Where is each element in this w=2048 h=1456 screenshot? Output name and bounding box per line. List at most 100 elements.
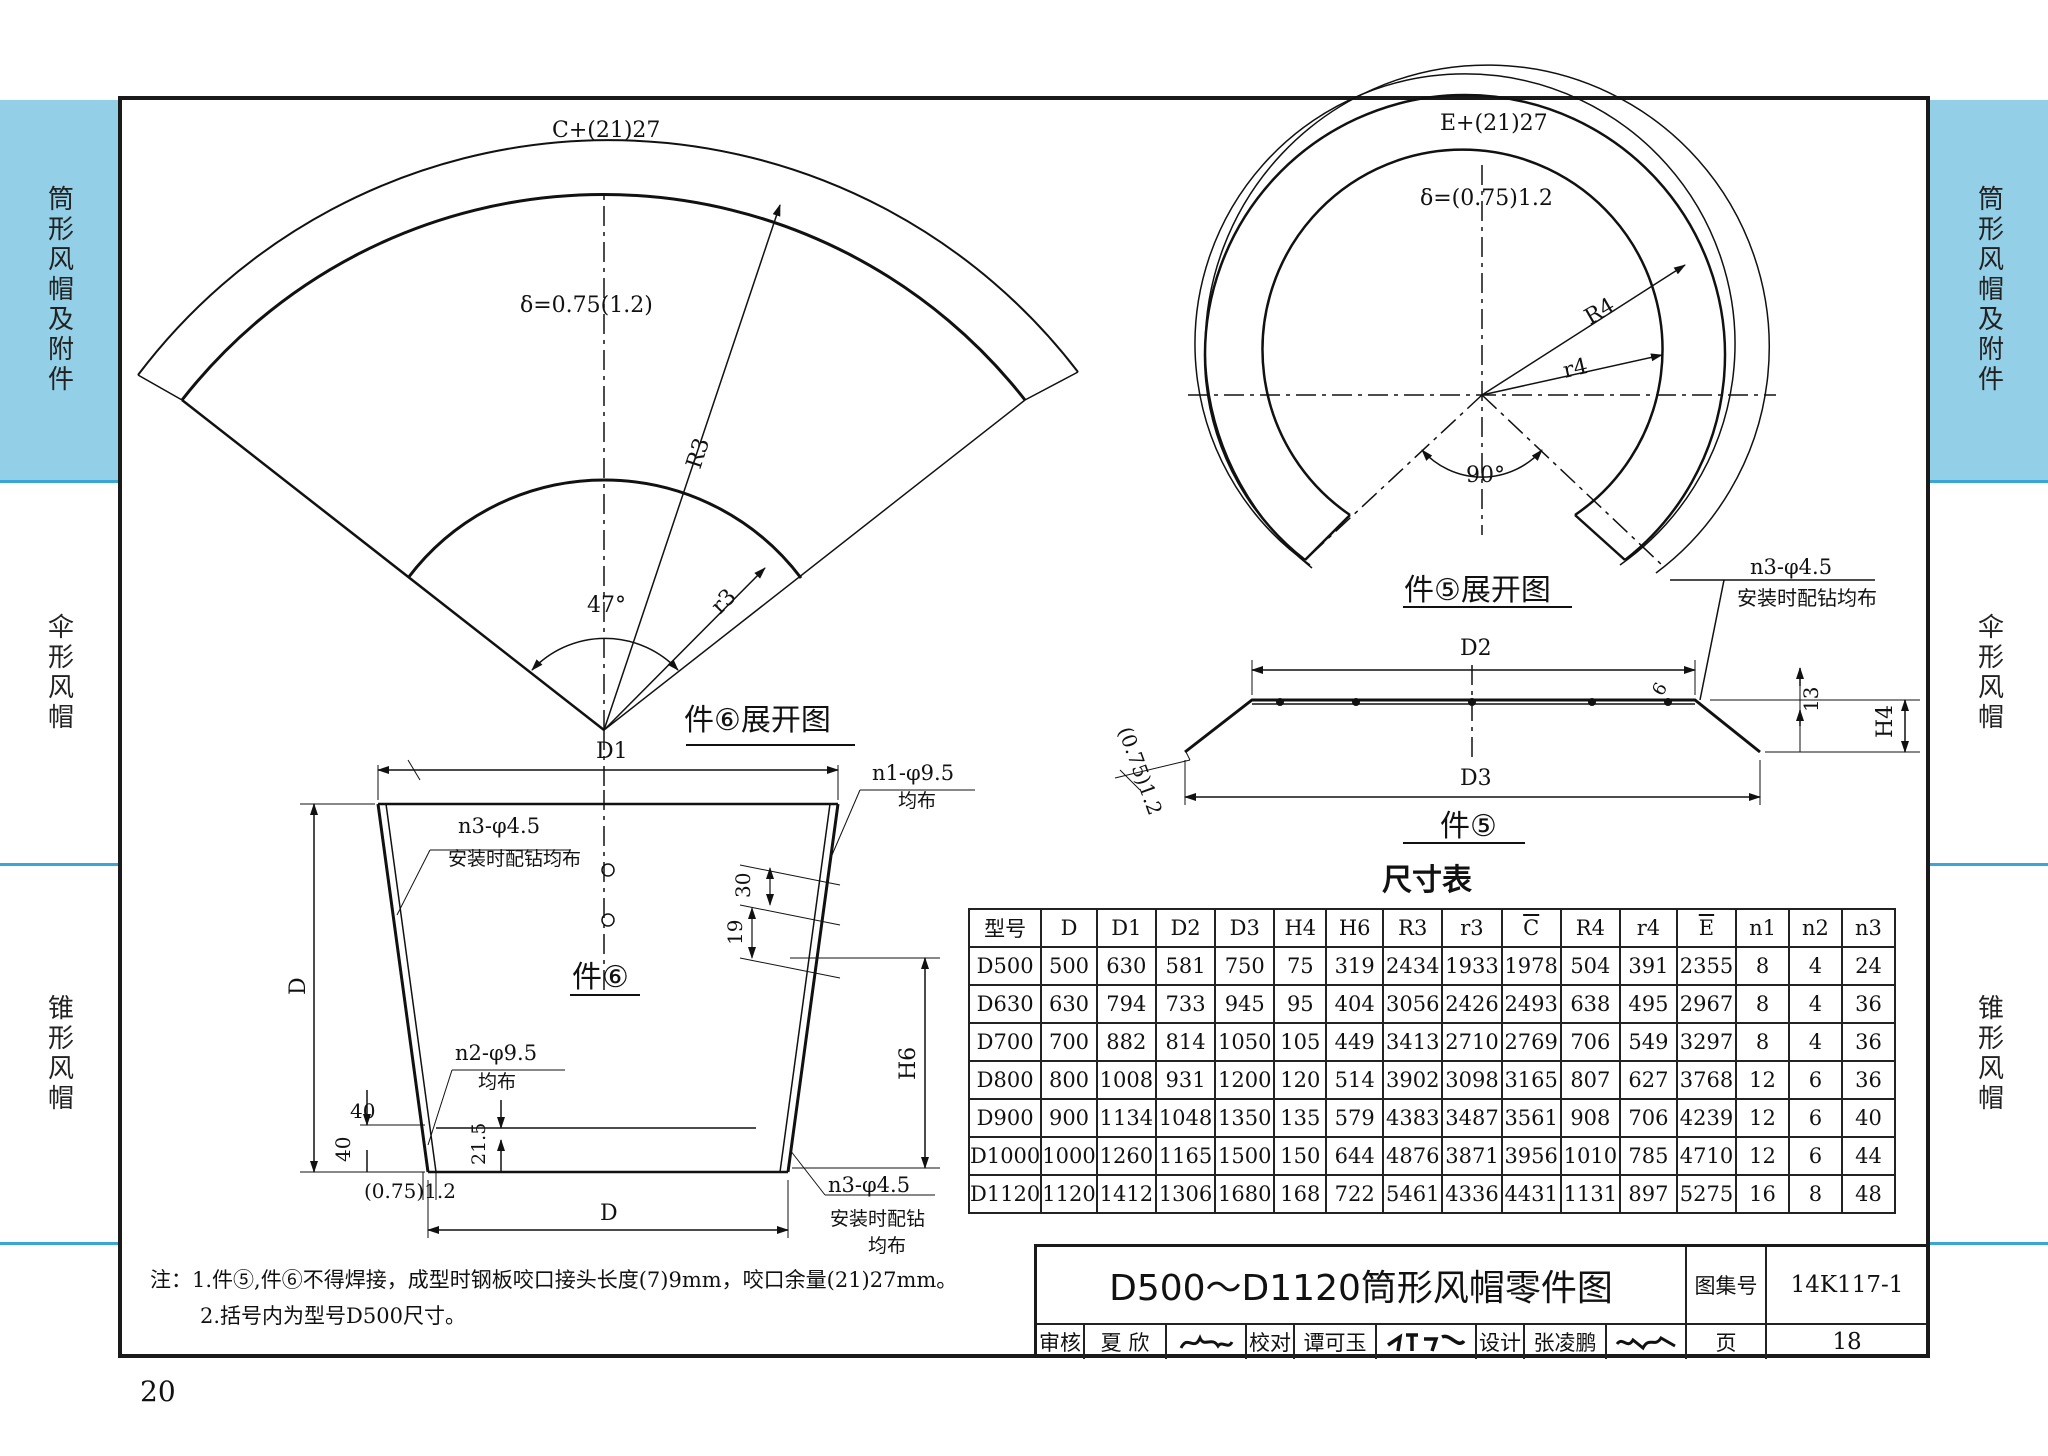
table-cell: 36: [1840, 984, 1897, 1024]
drawing-title-text: D500～D1120筒形风帽零件图: [1109, 1268, 1613, 1309]
table-cell: 1050: [1214, 1022, 1276, 1062]
table-cell: 8: [1735, 1022, 1790, 1062]
part5-hole-note-2: 安装时配钻均布: [1737, 586, 1877, 610]
part6-d-left-label: D: [286, 977, 311, 995]
reviewer-name: 夏 欣: [1100, 1331, 1150, 1355]
part5-thickness-label: δ=(0.75)1.2: [1420, 186, 1553, 211]
table-cell: 3487: [1441, 1098, 1503, 1138]
table-header-cell: n3: [1840, 908, 1897, 948]
table-cell: 1680: [1214, 1174, 1276, 1214]
table-cell: 2493: [1500, 984, 1562, 1024]
table-cell: 706: [1559, 1022, 1621, 1062]
table-cell: 4876: [1382, 1136, 1444, 1176]
table-cell: 814: [1154, 1022, 1217, 1062]
part6-dim40b-label: 40: [331, 1137, 355, 1162]
table-cell: 785: [1618, 1136, 1678, 1176]
right-tab-divider: [1930, 480, 2048, 483]
table-cell: D500: [967, 946, 1043, 986]
title-block: D500～D1120筒形风帽零件图 图集号 14K117-1 审核 夏 欣 校对…: [1034, 1244, 1930, 1359]
notes: 注：1.件⑤,件⑥不得焊接，成型时钢板咬口接头长度(7)9mm，咬口余量(21)…: [150, 1262, 957, 1334]
right-tab-cone-cap[interactable]: 锥形风帽: [1930, 866, 2048, 1242]
left-tab-cone-cap[interactable]: 锥形风帽: [0, 866, 118, 1242]
table-cell: 36: [1840, 1022, 1897, 1062]
table-cell: 150: [1273, 1136, 1328, 1176]
right-tab-cylindrical-cap[interactable]: 筒形风帽及附件: [1930, 100, 2048, 480]
reviewer-signature-cell: [1167, 1325, 1247, 1359]
table-cell: 627: [1618, 1060, 1678, 1100]
table-cell: 504: [1559, 946, 1621, 986]
sheet-page-number: 18: [1832, 1329, 1862, 1355]
part6-angle-label: 47°: [587, 593, 626, 618]
left-tab-cylindrical-cap[interactable]: 筒形风帽及附件: [0, 100, 118, 480]
part5-hole-note-1: n3-φ4.5: [1750, 555, 1832, 579]
table-cell: 630: [1040, 984, 1098, 1024]
table-header-cell: D: [1040, 908, 1098, 948]
table-cell: 700: [1040, 1022, 1098, 1062]
table-cell: 800: [1040, 1060, 1098, 1100]
part5-d3-label: D3: [1460, 766, 1492, 791]
table-cell: 3056: [1382, 984, 1444, 1024]
table-cell: 3165: [1500, 1060, 1562, 1100]
right-tab-divider: [1930, 1242, 2048, 1245]
right-tab-umbrella-cap[interactable]: 伞形风帽: [1930, 483, 2048, 863]
right-tab-label: 伞形风帽: [1973, 613, 2004, 733]
table-cell: 1260: [1095, 1136, 1157, 1176]
table-cell: 12: [1735, 1098, 1790, 1138]
table-cell: 1134: [1095, 1098, 1157, 1138]
part5-d2-label: D2: [1460, 636, 1492, 661]
table-cell: 1120: [1040, 1174, 1098, 1214]
table-cell: 48: [1840, 1174, 1897, 1214]
table-cell: 8: [1735, 984, 1790, 1024]
left-tab-label: 伞形风帽: [43, 613, 74, 733]
part6-dim215-label: 21.5: [468, 1123, 490, 1165]
table-cell: D1120: [967, 1174, 1043, 1214]
page-label: 页: [1715, 1331, 1737, 1355]
table-cell: 794: [1095, 984, 1157, 1024]
page-number: 20: [140, 1375, 176, 1408]
atlas-label-cell: 图集号: [1687, 1247, 1767, 1325]
reviewer-cell: 夏 欣: [1085, 1325, 1167, 1359]
table-cell: 3956: [1500, 1136, 1562, 1176]
table-cell: 3098: [1441, 1060, 1503, 1100]
table-cell: 449: [1325, 1022, 1385, 1062]
table-cell: 897: [1618, 1174, 1678, 1214]
table-header-cell: C: [1500, 908, 1562, 948]
atlas-label: 图集号: [1694, 1274, 1758, 1298]
table-cell: D800: [967, 1060, 1043, 1100]
table-cell: 105: [1273, 1022, 1328, 1062]
table-cell: 3561: [1500, 1098, 1562, 1138]
table-cell: 1131: [1559, 1174, 1621, 1214]
table-cell: 882: [1095, 1022, 1157, 1062]
part6-caption: 件⑥: [572, 960, 629, 995]
table-cell: 1412: [1095, 1174, 1157, 1214]
part6-n2-note-1: n2-φ9.5: [455, 1041, 537, 1065]
table-cell: 1350: [1214, 1098, 1276, 1138]
table-cell: 4: [1788, 984, 1843, 1024]
table-cell: D1000: [967, 1136, 1043, 1176]
part6-arc-label: C+(21)27: [552, 118, 660, 143]
part5-dim6-label: 6: [1648, 679, 1672, 699]
checker-name: 谭可玉: [1303, 1331, 1367, 1355]
table-cell: 1008: [1095, 1060, 1157, 1100]
table-cell: 1306: [1154, 1174, 1217, 1214]
designer-signature-cell: [1607, 1325, 1687, 1359]
table-header-cell: D3: [1214, 908, 1276, 948]
table-cell: 1165: [1154, 1136, 1217, 1176]
part6-unfold-view: [137, 139, 1079, 790]
left-tab-umbrella-cap[interactable]: 伞形风帽: [0, 483, 118, 863]
table-cell: 1933: [1441, 946, 1503, 986]
table-cell: 733: [1154, 984, 1217, 1024]
table-cell: 1500: [1214, 1136, 1276, 1176]
table-cell: 75: [1273, 946, 1328, 986]
part6-h6-label: H6: [896, 1047, 921, 1080]
table-cell: 5461: [1382, 1174, 1444, 1214]
table-cell: 2426: [1441, 984, 1503, 1024]
table-cell: 4: [1788, 1022, 1843, 1062]
table-cell: 4336: [1441, 1174, 1503, 1214]
right-tab-label: 锥形风帽: [1973, 994, 2004, 1114]
part6-d1-top-label: D1: [596, 739, 628, 764]
table-cell: 3902: [1382, 1060, 1444, 1100]
